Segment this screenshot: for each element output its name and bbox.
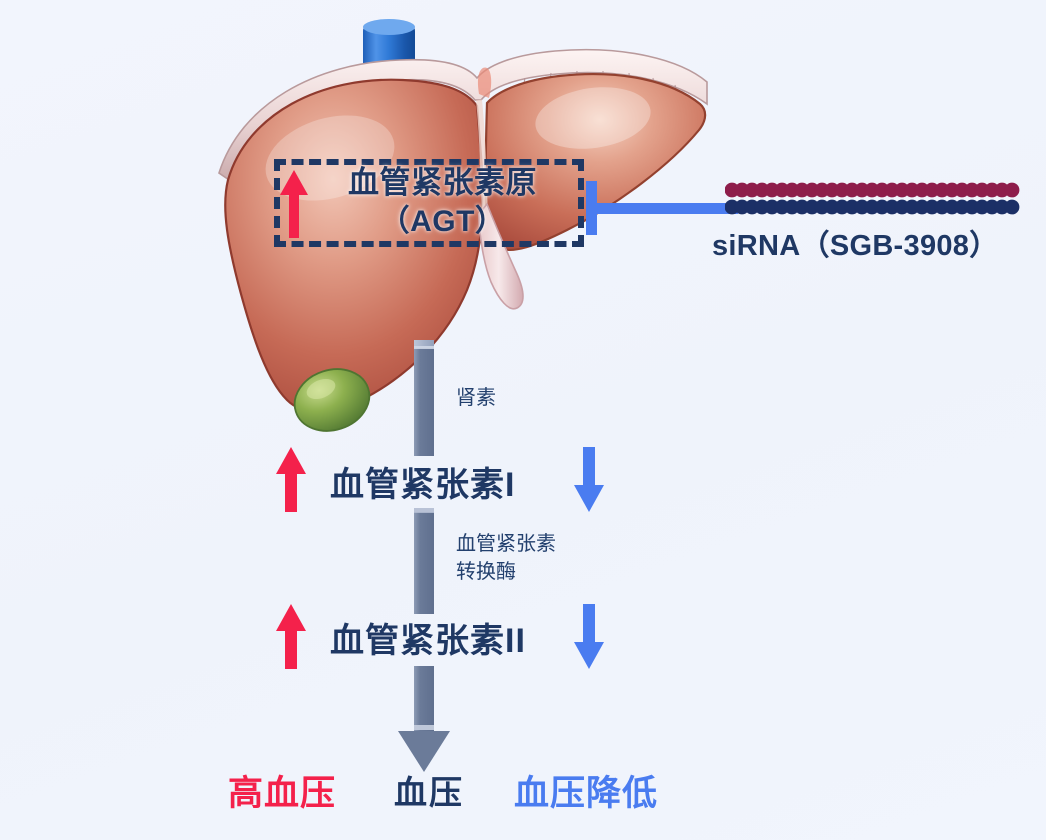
renin-label: 肾素 xyxy=(456,387,496,409)
sirna-antisense-strand xyxy=(725,199,1020,215)
outcome-low-bp-label: 血压降低 xyxy=(514,774,659,813)
cascade-shaft-segment-3 xyxy=(398,666,450,772)
sirna-group: siRNA（SGB-3908） xyxy=(586,176,1036,266)
agt-label: 血管紧张素原 （AGT） xyxy=(310,163,575,241)
agt-up-arrow-icon xyxy=(280,170,308,238)
angiotensin-2-label: 血管紧张素II xyxy=(330,622,526,660)
cascade-shaft-segment-2 xyxy=(414,508,434,614)
sirna-label: siRNA（SGB-3908） xyxy=(712,230,999,262)
liver-highlight-left xyxy=(535,87,651,149)
angiotensin-1-down-arrow-icon xyxy=(574,447,604,512)
ace-label: 血管紧张素 转换酶 xyxy=(456,530,556,586)
sirna-inhibition-connector xyxy=(586,181,738,235)
ace-label-line1: 血管紧张素 xyxy=(456,533,556,555)
hepatic-duct xyxy=(478,202,524,310)
cascade-shaft-segment-1 xyxy=(414,340,434,456)
ace-label-line2: 转换酶 xyxy=(456,561,516,583)
agt-highlight-box xyxy=(274,159,584,247)
angiotensin-1-up-arrow-icon xyxy=(276,447,306,512)
sirna-duplex-icon xyxy=(725,182,1020,215)
angiotensin-2-up-arrow-icon xyxy=(276,604,306,669)
angiotensin-1-label: 血管紧张素I xyxy=(330,466,516,504)
angiotensin-2-down-arrow-icon xyxy=(574,604,604,669)
outcome-high-bp-label: 高血压 xyxy=(228,774,337,813)
agt-title: 血管紧张素原 xyxy=(348,165,537,200)
agt-abbreviation: （AGT） xyxy=(379,205,506,238)
outcome-bp-label: 血压 xyxy=(394,774,464,811)
fissure-notch xyxy=(477,67,492,98)
sirna-sense-strand xyxy=(725,182,1020,198)
